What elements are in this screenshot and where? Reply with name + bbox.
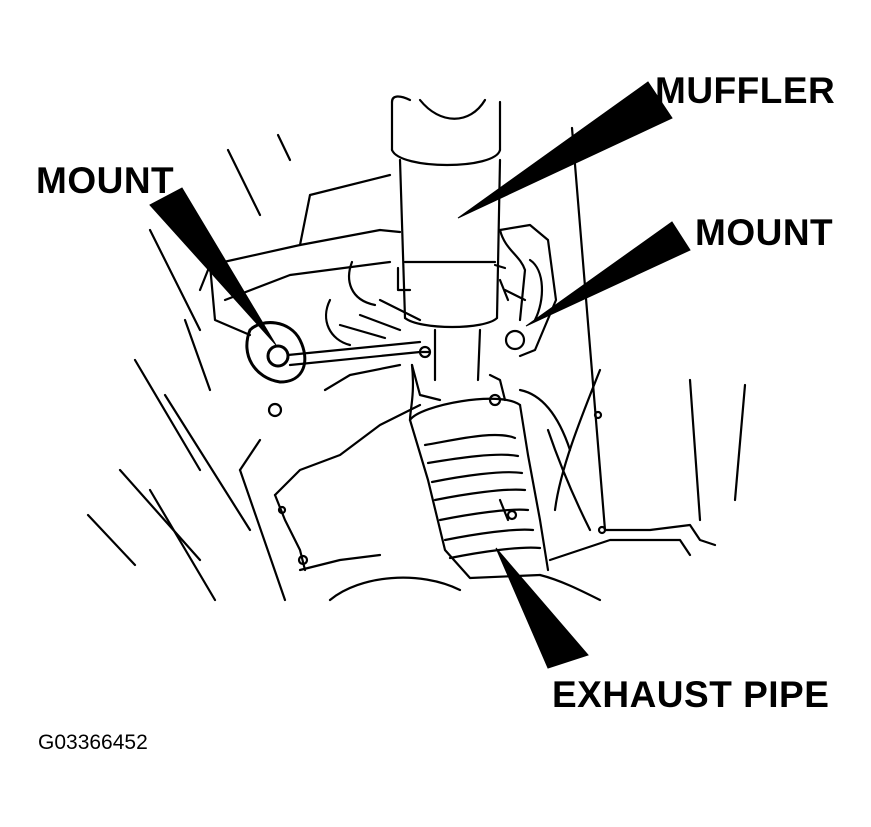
mount-bracket-right [498, 223, 558, 358]
callout-pointer-muffler [457, 81, 673, 219]
callout-pointer-exhaust-pipe [495, 547, 589, 669]
mount-left-label: MOUNT [36, 160, 175, 201]
exhaust-pipe-label: EXHAUST PIPE [552, 674, 830, 715]
muffler-label: MUFFLER [655, 70, 836, 111]
mount-insulator-left [245, 298, 422, 384]
muffler-neck [418, 328, 482, 382]
callout-pointers [149, 81, 691, 669]
lower-contour [328, 573, 602, 602]
callout-pointer-mount-right [525, 221, 691, 327]
figure-id: G03366452 [38, 731, 148, 754]
underbody-panel [198, 173, 422, 572]
exhaust-pipe-section [408, 363, 550, 580]
callout-pointer-mount-left [149, 187, 277, 346]
frame-rail-right [518, 126, 747, 562]
mount-right-label: MOUNT [695, 212, 834, 253]
muffler-body [390, 95, 507, 329]
body-contour-lines-left [86, 133, 292, 602]
